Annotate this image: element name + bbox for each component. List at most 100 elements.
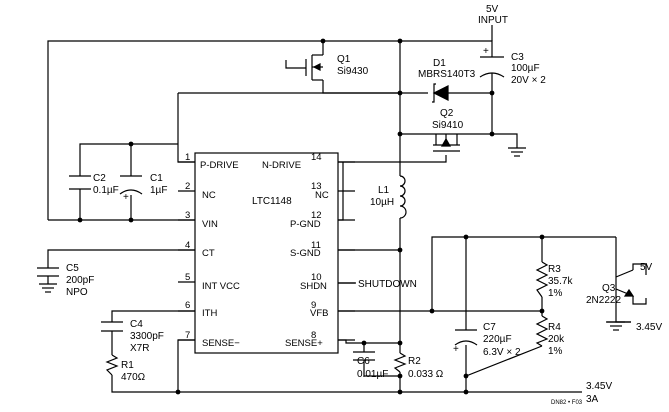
c1-capacitor-symbol: [119, 175, 143, 195]
c5-value: 200pF: [66, 275, 94, 286]
d1-ref: D1: [433, 58, 446, 69]
c7-rating: 6.3V × 2: [483, 347, 521, 358]
r1-resistor-symbol: [105, 354, 119, 376]
c7-capacitor-symbol: [454, 329, 478, 346]
q1-ref: Q1: [337, 54, 351, 65]
ic-pin-11-number: 11: [311, 240, 321, 251]
r4-tolerance: 1%: [548, 346, 563, 357]
l1-value: 10µH: [370, 197, 394, 208]
c3-value: 100µF: [511, 63, 540, 74]
c4-ref: C4: [130, 319, 143, 330]
ic-pin-11-name: S-GND: [290, 248, 321, 259]
r4-value: 20k: [548, 334, 565, 345]
ic-pin-6-number: 6: [185, 300, 190, 311]
output-voltage-label: 3.45V: [586, 381, 612, 392]
ic-pin-9-number: 9: [311, 300, 316, 311]
ic-pin-9-name: VFB: [310, 308, 328, 319]
c5-ref: C5: [66, 263, 79, 274]
q3-part: 2N2222: [586, 295, 621, 306]
q2-nmosfet-symbol: [433, 134, 460, 152]
ic-pin-7-number: 7: [185, 330, 190, 341]
c7-value: 220µF: [483, 334, 512, 345]
ic-pin-7-name: SENSE−: [202, 338, 240, 349]
c5-dielectric: NPO: [66, 287, 88, 298]
r3-resistor-symbol: [535, 261, 549, 298]
ic-pin-8-name: SENSE+: [285, 338, 323, 349]
ic-pin-1-number: 1: [185, 152, 190, 163]
input-label: INPUT: [478, 15, 508, 26]
ground-q2-icon: [508, 147, 526, 157]
c7-ref: C7: [483, 322, 496, 333]
ic-pin-4-number: 4: [185, 240, 190, 251]
c6-value: 0.01µF: [357, 369, 388, 380]
ic-pin-5-number: 5: [185, 272, 190, 283]
q1-pmosfet-symbol: [285, 54, 323, 81]
c5-capacitor-symbol: [37, 267, 59, 284]
r3-ref: R3: [548, 264, 561, 275]
input-voltage-label: 5V: [486, 4, 499, 15]
ic-pin-4-name: CT: [202, 248, 215, 259]
c3-plus: +: [483, 46, 489, 57]
c7-plus: +: [453, 344, 459, 355]
q3-emitter-voltage: 3.45V: [636, 322, 662, 333]
ic-pin-3-number: 3: [185, 210, 190, 221]
c3-ref: C3: [511, 52, 524, 63]
c2-ref: C2: [93, 173, 106, 184]
r1-ref: R1: [121, 360, 134, 371]
ic-right-pins: 14 N-DRIVE 13 NC 12 P-GND 11 S-GND 10 SH…: [262, 152, 329, 349]
c1-value: 1µF: [150, 185, 167, 196]
c2-capacitor-symbol: [69, 175, 91, 195]
r4-ref: R4: [548, 322, 561, 333]
ic-pin-13-number: 13: [311, 181, 322, 192]
ic-pin-stubs: [178, 161, 355, 341]
ic-pin-14-name: N-DRIVE: [262, 160, 301, 171]
c1-ref: C1: [150, 173, 163, 184]
l1-inductor-symbol: [399, 175, 407, 219]
ic-pin-8-number: 8: [311, 330, 316, 341]
c3-capacitor-symbol: [479, 56, 505, 78]
ic-pin-10-number: 10: [311, 272, 322, 283]
ic-pin-14-number: 14: [311, 152, 322, 163]
r2-value: 0.033 Ω: [408, 369, 444, 380]
figure-id-label: DN82 • F03: [551, 400, 583, 406]
d1-part: MBRS140T3: [418, 69, 476, 80]
ic-left-pins: 1 P-DRIVE 2 NC 3 VIN 4 CT 5 INT VCC 6 IT…: [185, 152, 240, 349]
d1-schottky-diode-symbol: [432, 83, 449, 103]
c4-value: 3300pF: [130, 331, 164, 342]
ic-pin-5-name: INT VCC: [202, 281, 240, 292]
ic-pin-12-number: 12: [311, 210, 322, 221]
ground-c5-icon: [39, 283, 57, 293]
c4-dielectric: X7R: [130, 343, 149, 354]
ic-pin-10-name: SHDN: [300, 281, 327, 292]
r4-resistor-symbol: [535, 315, 549, 347]
ic-pin-6-name: ITH: [202, 308, 217, 319]
q1-part: Si9430: [337, 66, 369, 77]
r3-value: 35.7k: [548, 276, 573, 287]
ground-q3-icon: [607, 321, 625, 331]
ic-pin-12-name: P-GND: [290, 219, 321, 230]
c2-value: 0.1µF: [93, 185, 119, 196]
r2-resistor-symbol: [393, 352, 407, 373]
q3-ref: Q3: [602, 283, 616, 294]
ic-ltc1148: LTC1148 1 P-DRIVE 2 NC 3 VIN 4 CT 5 INT …: [178, 152, 355, 354]
r3-tolerance: 1%: [548, 288, 563, 299]
r2-ref: R2: [408, 356, 421, 367]
ic-part-name: LTC1148: [252, 196, 292, 207]
q2-ref: Q2: [440, 108, 454, 119]
c6-capacitor-symbol: [353, 351, 375, 365]
c3-rating: 20V × 2: [511, 75, 546, 86]
q3-collector-voltage: 5V: [640, 262, 653, 273]
c6-ref: C6: [357, 356, 370, 367]
r1-value: 470Ω: [121, 372, 146, 383]
c1-plus: +: [123, 192, 129, 203]
q2-part: Si9410: [432, 120, 464, 131]
shutdown-label: SHUTDOWN: [358, 279, 417, 290]
output-current-label: 3A: [586, 394, 599, 405]
ic-pin-13-name: NC: [315, 190, 329, 201]
ic-pin-2-number: 2: [185, 181, 190, 192]
l1-ref: L1: [378, 185, 390, 196]
ic-pin-1-name: P-DRIVE: [200, 160, 239, 171]
junction-dots: [77, 38, 545, 395]
c4-capacitor-symbol: [101, 321, 123, 336]
